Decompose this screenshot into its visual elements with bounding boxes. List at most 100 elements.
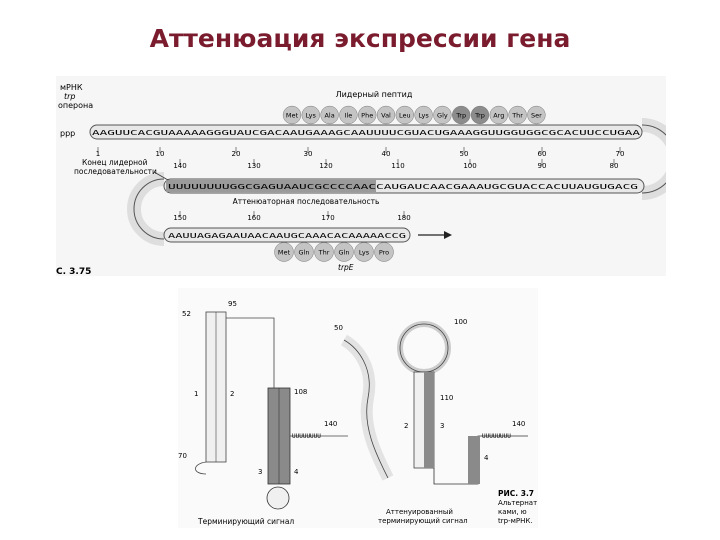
- amino-acid-circle: [508, 105, 527, 125]
- amino-acid-circle: [452, 105, 471, 125]
- position-label: 1: [96, 150, 100, 158]
- mrna-label-1: мРНК: [60, 83, 83, 92]
- position-label: 60: [538, 150, 547, 158]
- amino-acid-label: Thr: [318, 249, 330, 257]
- position-label: 40: [382, 150, 391, 158]
- position-label: 100: [463, 162, 476, 170]
- amino-acid-circle: [274, 242, 294, 262]
- right-caption-2: терминирующий сигнал: [378, 517, 468, 525]
- amino-acid-label: Met: [278, 249, 291, 257]
- translation-arrow-head: [444, 231, 452, 239]
- amino-acid-circle: [414, 105, 433, 125]
- side-caption-2: Альтернат: [498, 499, 537, 507]
- right-turn: [641, 118, 683, 200]
- position-label: 150: [173, 214, 186, 222]
- antiterminator-structure: UUUUUUUU 50 100 110 140 2 3 4 Аттенуиров…: [334, 318, 528, 525]
- trpe-residues: Met Gln Thr Gln Lys Pro: [274, 242, 394, 262]
- left-region-4: 4: [294, 468, 299, 476]
- amino-acid-label: Arg: [493, 112, 504, 120]
- side-caption-3: ками, ю: [498, 508, 527, 516]
- position-label: 130: [247, 162, 260, 170]
- mrna-label-3: оперона: [58, 101, 93, 110]
- amino-acid-circle: [320, 105, 339, 125]
- amino-acid-label: Lys: [306, 112, 317, 120]
- amino-acid-circle: [314, 242, 334, 262]
- amino-acid-circle: [294, 242, 314, 262]
- left-label-70: 70: [178, 452, 187, 460]
- amino-acid-circle: [334, 242, 354, 262]
- position-label: 90: [538, 162, 547, 170]
- position-label: 140: [173, 162, 186, 170]
- right-region-4: 4: [484, 454, 489, 462]
- amino-acid-circle: [354, 242, 374, 262]
- corner-caption: С. 3.75: [56, 267, 91, 276]
- left-turn: [127, 172, 165, 246]
- leader-peptide-diagram: мРНК trp оперона ppp Лидерный пептид Met…: [56, 76, 683, 277]
- amino-acid-label: Gln: [299, 249, 310, 257]
- position-label: 170: [321, 214, 334, 222]
- amino-acid-label: Ser: [531, 112, 542, 120]
- left-region-1: 1: [194, 390, 198, 398]
- stem-loop-diagrams: UUUUUUUU 52 95 108 70 140 1 2 3 4 Термин…: [178, 288, 538, 528]
- amino-acid-circle: [301, 105, 320, 125]
- end-of-leader-label-1: Конец лидерной: [82, 158, 148, 167]
- amino-acid-label: Phe: [361, 112, 373, 120]
- amino-acid-circle: [470, 105, 490, 125]
- position-label: 70: [616, 150, 625, 158]
- right-caption-1: Аттенуированный: [386, 508, 453, 516]
- top-strand: [89, 124, 643, 140]
- position-label: 160: [247, 214, 260, 222]
- amino-acid-label: Ala: [324, 112, 334, 120]
- amino-acid-label: Ile: [345, 112, 353, 120]
- bottom-positions: 150 160 170 180: [173, 211, 411, 222]
- side-caption-1: РИС. 3.7: [498, 489, 534, 498]
- left-label-52: 52: [182, 310, 191, 318]
- bottom-strand: [163, 227, 411, 243]
- amino-acid-label: Trp: [474, 112, 485, 120]
- left-caption: Терминирующий сигнал: [197, 517, 294, 526]
- position-label: 10: [156, 150, 165, 158]
- amino-acid-label: Gly: [437, 112, 448, 120]
- amino-acid-circle: [433, 105, 452, 125]
- right-label-50: 50: [334, 324, 343, 332]
- amino-acid-circle: [374, 242, 394, 262]
- end-of-leader-label-2: последовательности: [74, 167, 157, 176]
- amino-acid-label: Leu: [399, 112, 411, 120]
- terminator-loop: [266, 486, 290, 510]
- amino-acid-label: Gln: [339, 249, 350, 257]
- right-region-2: 2: [404, 422, 408, 430]
- amino-acid-label: Pro: [379, 249, 389, 257]
- left-label-140: 140: [324, 420, 337, 428]
- position-label: 20: [232, 150, 241, 158]
- right-label-140: 140: [512, 420, 525, 428]
- right-label-110: 110: [440, 394, 453, 402]
- amino-acid-label: Met: [286, 112, 299, 120]
- amino-acid-circle: [282, 105, 302, 125]
- slide-title: Аттенюация экспрессии гена: [149, 24, 571, 53]
- right-region-3: 3: [440, 422, 444, 430]
- left-region-3: 3: [258, 468, 262, 476]
- amino-acid-circle: [358, 105, 377, 125]
- terminator-structure: UUUUUUUU 52 95 108 70 140 1 2 3 4 Термин…: [178, 300, 348, 526]
- position-label: 30: [304, 150, 313, 158]
- mrna-label-2: trp: [64, 92, 76, 101]
- position-label: 50: [460, 150, 469, 158]
- position-label: 80: [610, 162, 619, 170]
- right-poly-u: UUUUUUUU: [482, 433, 511, 440]
- region-4-highlight: [468, 436, 480, 484]
- amino-acid-label: Val: [381, 112, 391, 120]
- side-caption-4: trp-мРНК.: [498, 517, 533, 525]
- position-label: 180: [397, 214, 410, 222]
- amino-acid-circle: [527, 105, 546, 125]
- left-poly-u: UUUUUUUU: [292, 433, 321, 440]
- amino-acid-circle: [489, 105, 508, 125]
- amino-acid-label: Lys: [359, 249, 370, 257]
- amino-acid-circle: [376, 105, 396, 125]
- position-label: 110: [391, 162, 404, 170]
- middle-sequence: UUUUUUUUGGCGAGUAAUCGCCCCAACCAUGAUCAACGAA…: [168, 182, 638, 191]
- left-label-95: 95: [228, 300, 237, 308]
- attenuator-label: Аттенюаторная последовательность: [233, 197, 380, 206]
- top-positions: 1 10 20 30 40 50 60 70: [96, 147, 625, 158]
- left-label-108: 108: [294, 388, 307, 396]
